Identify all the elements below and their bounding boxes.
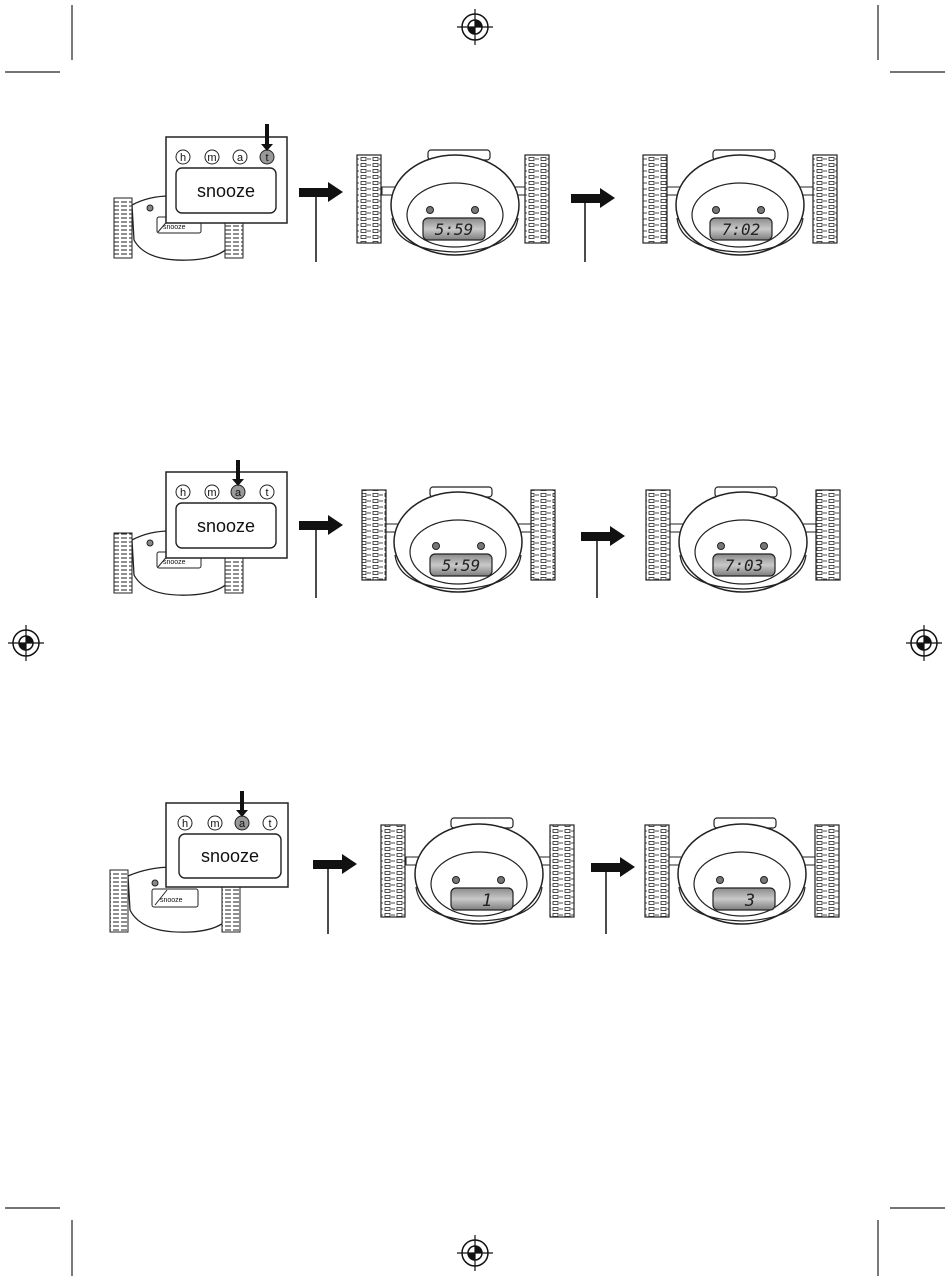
- clock-display-before: 5:59: [435, 220, 474, 239]
- key-m: m: [210, 818, 219, 830]
- button-callout: h m a t snooze: [166, 791, 288, 887]
- alarm-clock-after: 7:02: [643, 150, 837, 255]
- small-snooze-label: snooze: [160, 897, 183, 904]
- registration-mark-icon: [457, 9, 493, 45]
- snooze-button-label: snooze: [201, 846, 259, 866]
- step-arrow-icon: [581, 526, 625, 598]
- registration-mark-icon: [906, 625, 942, 661]
- alarm-clock-before: 5:59: [357, 150, 549, 255]
- clock-display-after: 7:03: [725, 556, 764, 575]
- registration-mark-icon: [8, 625, 44, 661]
- step-arrow-icon: [299, 515, 343, 598]
- key-h: h: [180, 152, 186, 164]
- snooze-button-label: snooze: [197, 516, 255, 536]
- registration-mark-icon: [457, 1235, 493, 1271]
- key-a-pressed: a: [239, 818, 246, 830]
- key-m: m: [207, 152, 216, 164]
- clock-display-before: 5:59: [442, 556, 481, 575]
- instruction-panel-3: snooze h m a t snooze: [110, 791, 839, 934]
- key-t: t: [265, 487, 268, 499]
- step-arrow-icon: [591, 857, 635, 934]
- small-snooze-label: snooze: [163, 559, 186, 566]
- button-callout: h m a t snooze: [166, 124, 287, 223]
- key-h: h: [180, 487, 186, 499]
- key-h: h: [182, 818, 188, 830]
- button-callout: h m a t snooze: [166, 460, 287, 558]
- instruction-panel-2: snooze h m a t snooze: [114, 460, 840, 598]
- snooze-button-label: snooze: [197, 181, 255, 201]
- clock-display-after: 7:02: [722, 220, 761, 239]
- alarm-clock-before: 1: [381, 818, 574, 924]
- step-arrow-icon: [299, 182, 343, 262]
- clock-display-before: 1: [482, 891, 492, 911]
- alarm-clock-before: 5:59: [362, 487, 555, 592]
- key-a: a: [237, 152, 244, 164]
- alarm-clock-after: 3: [645, 818, 839, 924]
- clock-display-after: 3: [744, 891, 755, 911]
- alarm-clock-after: 7:03: [646, 487, 840, 592]
- small-snooze-label: snooze: [163, 224, 186, 231]
- key-m: m: [207, 487, 216, 499]
- key-t-pressed: t: [265, 152, 268, 164]
- key-t: t: [268, 818, 271, 830]
- step-arrow-icon: [571, 188, 615, 262]
- step-arrow-icon: [313, 854, 357, 934]
- instruction-panel-1: snooze h m a t snooze: [114, 124, 837, 262]
- key-a-pressed: a: [235, 487, 242, 499]
